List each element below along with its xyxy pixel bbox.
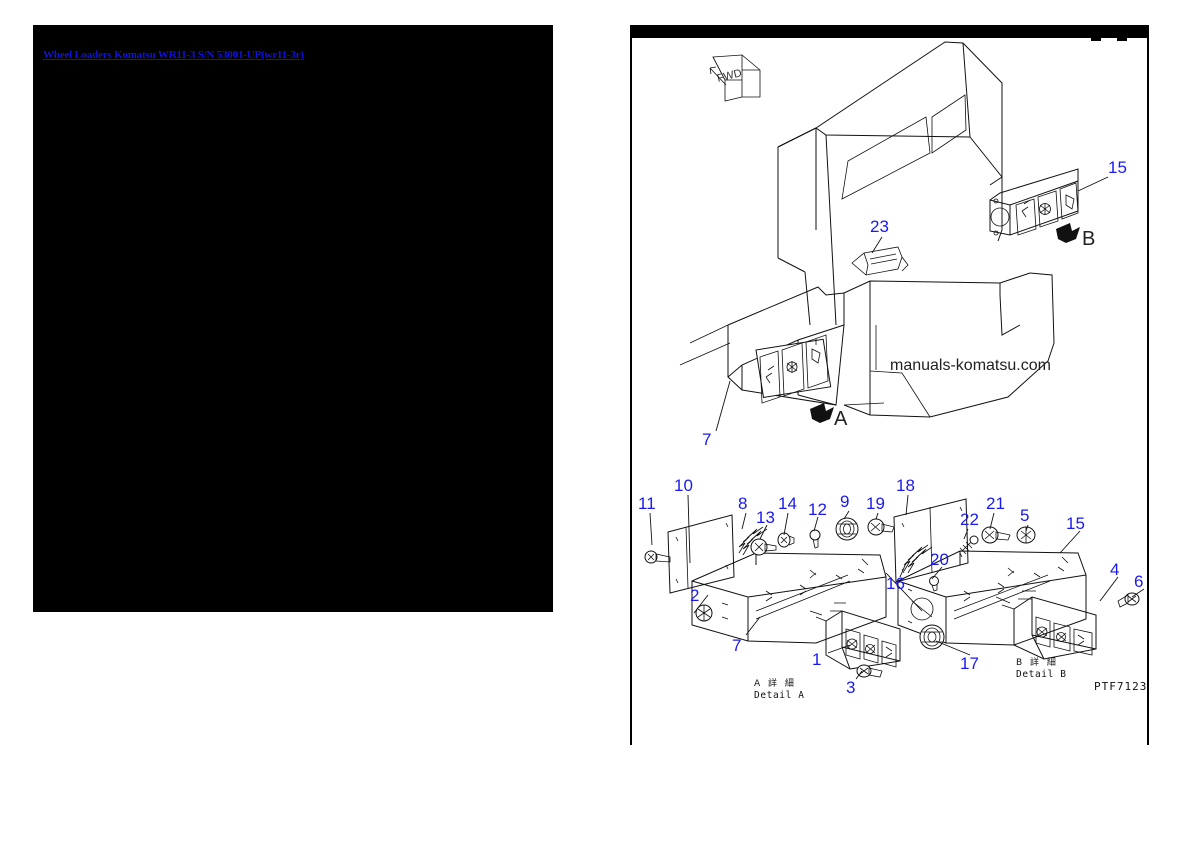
leader-23 [871,236,883,254]
diagram-right-border [1147,38,1149,745]
callout-19: 19 [866,494,885,513]
detail-a-jp-label: A 詳 細 [754,677,796,689]
part-8-spring [738,526,768,556]
detail-a-en-label: Detail A [754,690,805,701]
part-16-spring [903,544,933,574]
section-b-marker: B [1056,223,1095,250]
callout-5: 5 [1020,506,1029,525]
document-title-link[interactable]: Wheel Loaders Komatsu WR11-3 S/N 53001-U… [43,49,304,61]
detail-b-leaders [875,494,1145,656]
machine-lower-console [679,272,1055,418]
diagram-top-notch-right [1117,38,1127,41]
callout-23: 23 [870,217,889,236]
diagram-top-bar [630,25,1149,38]
callout-15-detail-b: 15 [1066,514,1085,533]
parts-illustration: FWD [638,41,1147,701]
callout-11: 11 [638,494,656,513]
section-a-marker: A [810,403,848,430]
callout-1: 1 [812,650,821,669]
leader-7-main [715,380,731,432]
callout-21: 21 [986,494,1005,513]
detail-a-leaders [649,494,863,680]
callout-17: 17 [960,654,979,673]
document-viewer-panel: Wheel Loaders Komatsu WR11-3 S/N 53001-U… [33,25,553,612]
detail-b-jp-label: B 詳 細 [1016,656,1058,668]
callout-20: 20 [930,550,949,569]
switch-panel-a-installed [755,334,832,404]
callout-10: 10 [674,476,693,495]
part-23-connector [851,246,909,276]
callout-9: 9 [840,492,849,511]
machine-cab-body [777,41,1003,326]
watermark-text: manuals-komatsu.com [890,357,1051,374]
diagram-top-notch-left [1091,38,1101,41]
callout-16: 16 [886,574,905,593]
callout-7-detail-a: 7 [732,636,741,655]
callout-7-main: 7 [702,430,711,449]
switch-panel-b-installed [989,168,1079,236]
callout-15-main: 15 [1108,158,1127,177]
fwd-label: FWD [716,67,743,85]
callout-13: 13 [756,508,775,527]
callout-numbers: 23 15 7 11 10 8 13 14 12 9 2 7 1 3 19 18… [638,158,1143,697]
callout-2: 2 [690,586,699,605]
fwd-direction-icon: FWD [709,54,761,102]
detail-a-exploded-view [644,514,901,678]
callout-12: 12 [808,500,827,519]
detail-b-en-label: Detail B [1016,669,1067,680]
section-letter-b: B [1082,228,1095,250]
callout-22: 22 [960,510,979,529]
callout-6: 6 [1134,572,1143,591]
callout-3: 3 [846,678,855,697]
callout-14: 14 [778,494,797,513]
callout-8: 8 [738,494,747,513]
callout-4: 4 [1110,560,1119,579]
detail-b-exploded-view [867,498,1140,660]
callout-18: 18 [896,476,915,495]
parts-diagram-panel: FWD [630,25,1149,746]
part-code-label: PTF7123 [1094,680,1147,693]
section-letter-a: A [834,408,848,430]
diagram-left-border [630,38,632,745]
leader-15-main [1077,176,1109,192]
